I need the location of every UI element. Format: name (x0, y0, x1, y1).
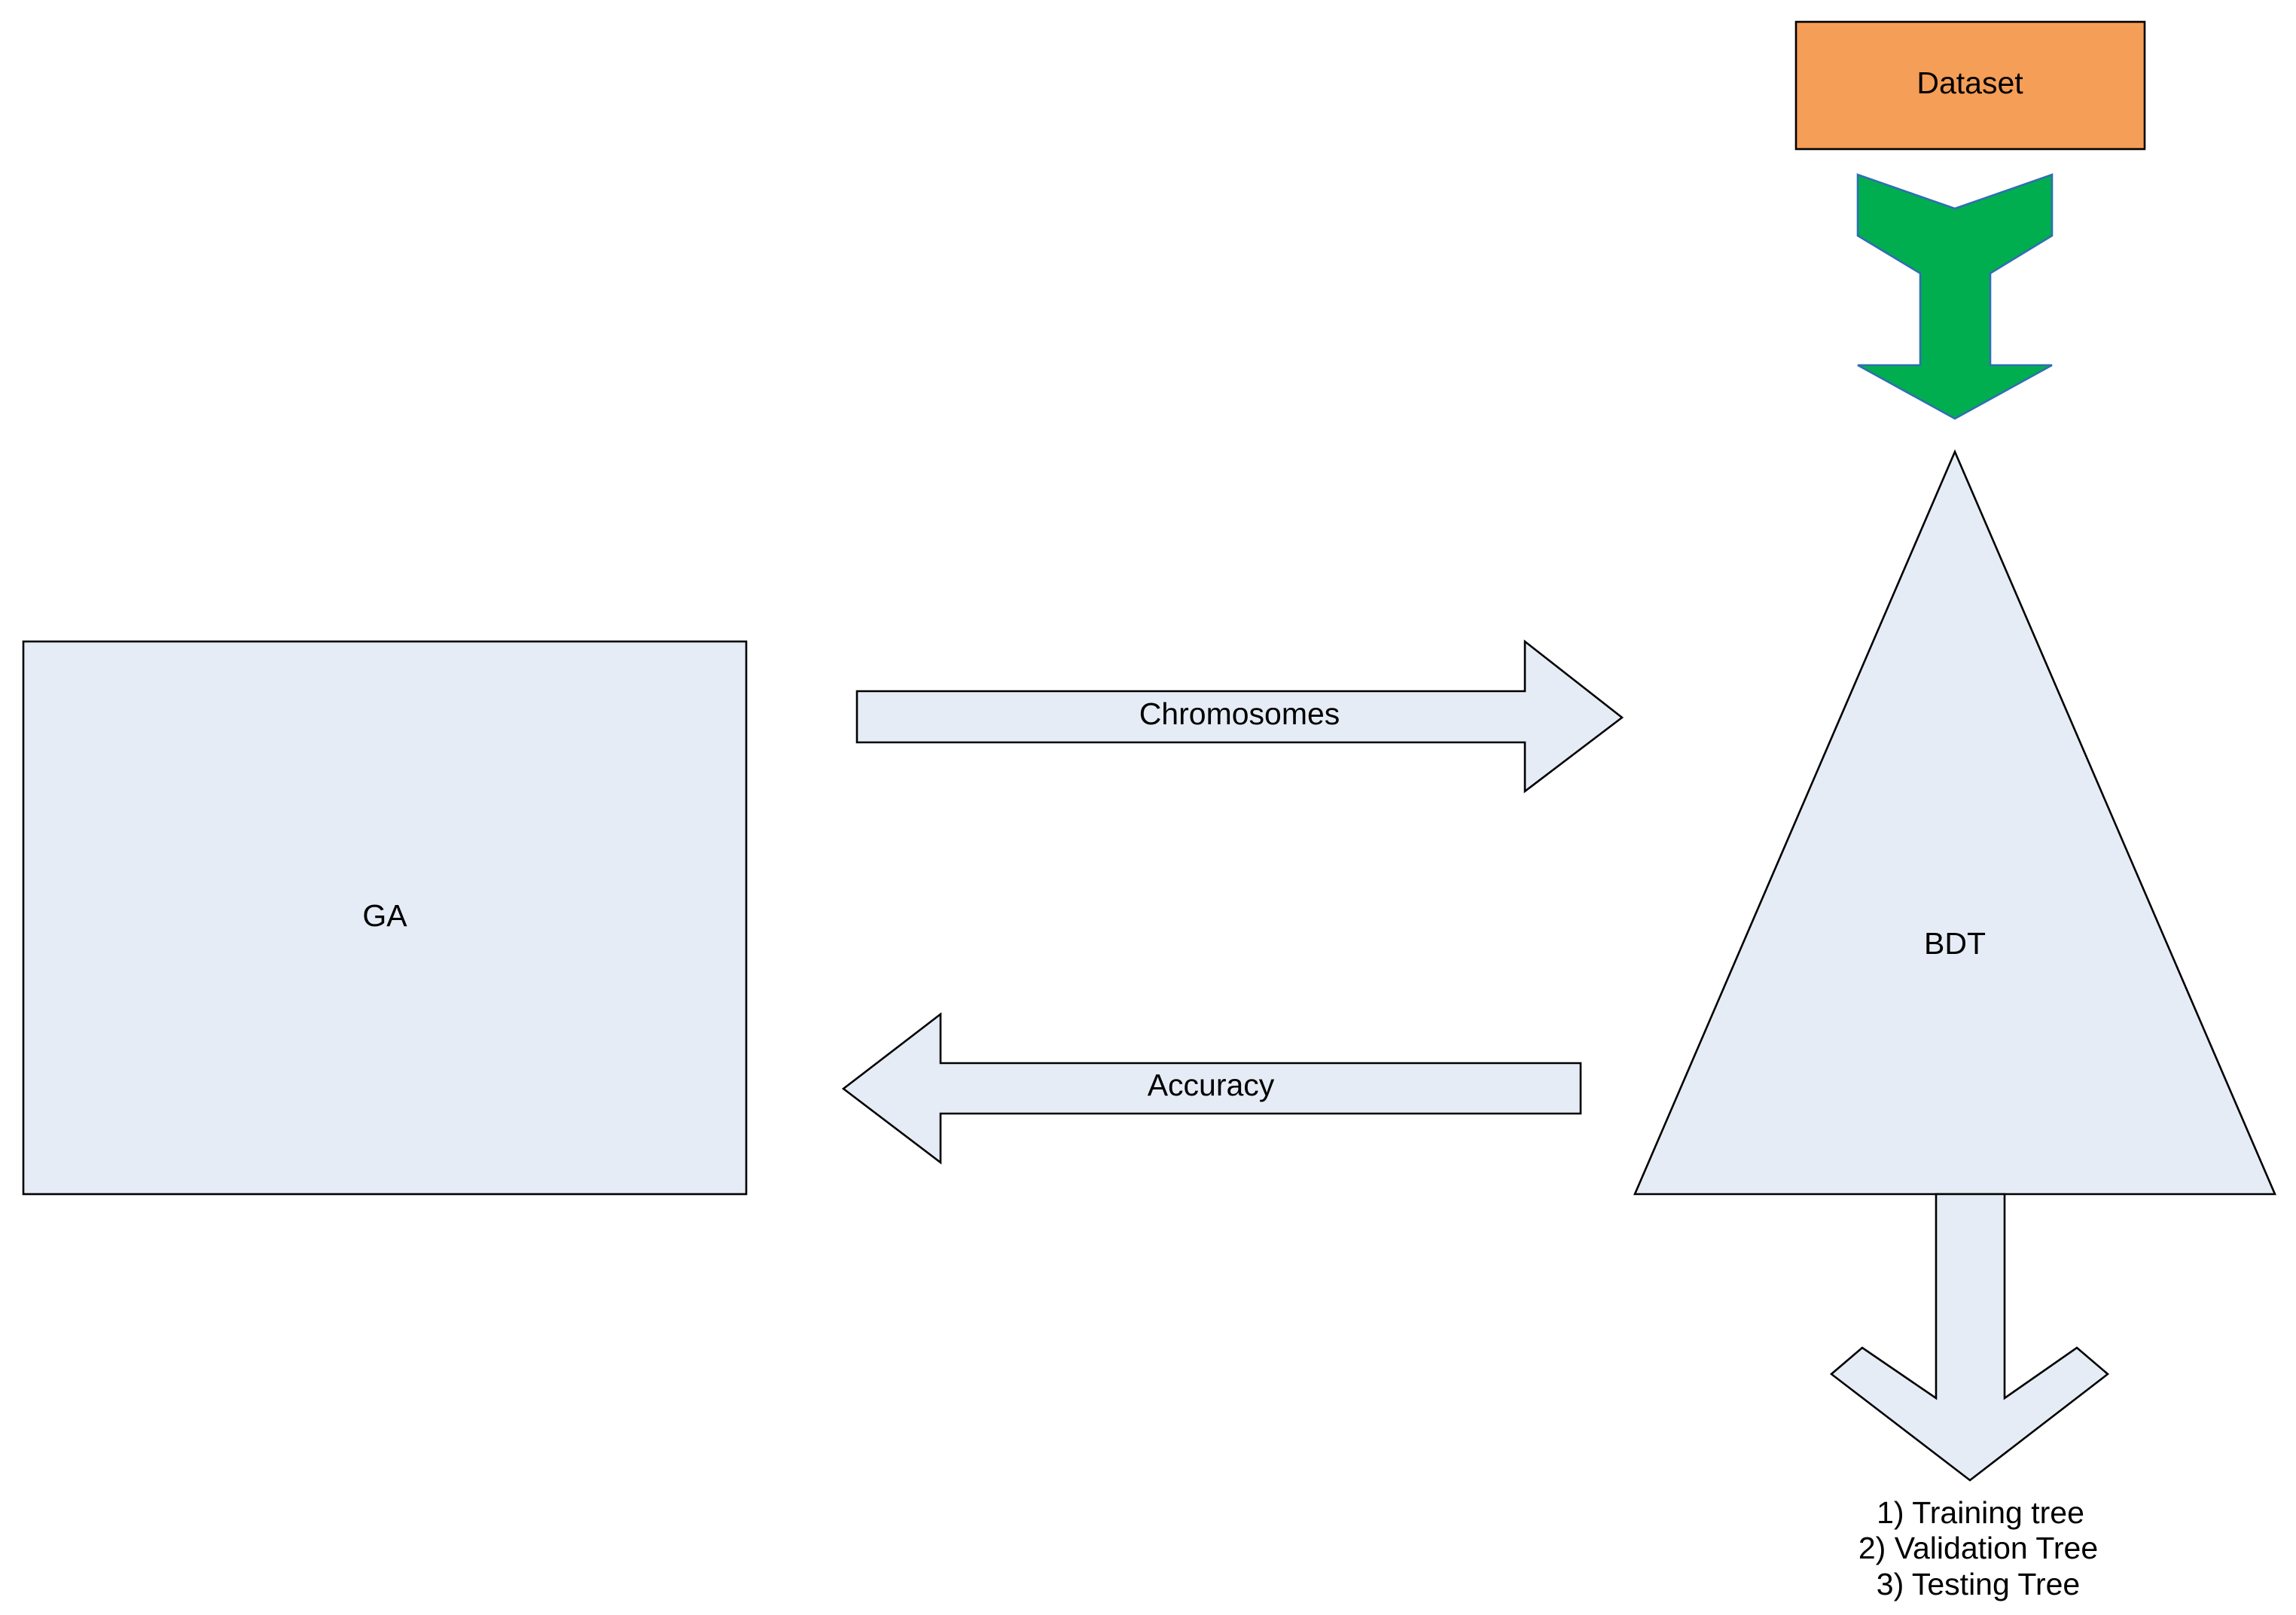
output-item: 2) Validation Tree (1858, 1531, 2098, 1565)
ga-node: GA (22, 640, 748, 1196)
ga-label: GA (362, 898, 407, 933)
outputs-list: 1) Training tree 2) Validation Tree 3) T… (1858, 1495, 2098, 1601)
bdt-triangle (1633, 449, 2276, 1196)
accuracy-label: Accuracy (1148, 1068, 1275, 1102)
dataset-label: Dataset (1916, 66, 2023, 100)
bdt-label: BDT (1924, 926, 1986, 961)
dataset-box (1794, 20, 2146, 151)
right-arrow-icon (855, 639, 1624, 794)
ga-box (22, 640, 748, 1196)
chromosomes-label: Chromosomes (1139, 696, 1340, 731)
output-item: 3) Testing Tree (1877, 1567, 2080, 1601)
left-arrow-icon (841, 1012, 1582, 1165)
output-item: 1) Training tree (1877, 1495, 2084, 1530)
dataset-node: Dataset (1794, 20, 2146, 151)
accuracy-arrow: Accuracy (841, 1012, 1582, 1165)
bdt-node: BDT (1633, 449, 2276, 1196)
chromosomes-arrow: Chromosomes (855, 639, 1624, 794)
output-down-arrow-icon (1829, 1193, 2110, 1482)
dataset-input-arrow-icon (1856, 173, 2054, 420)
